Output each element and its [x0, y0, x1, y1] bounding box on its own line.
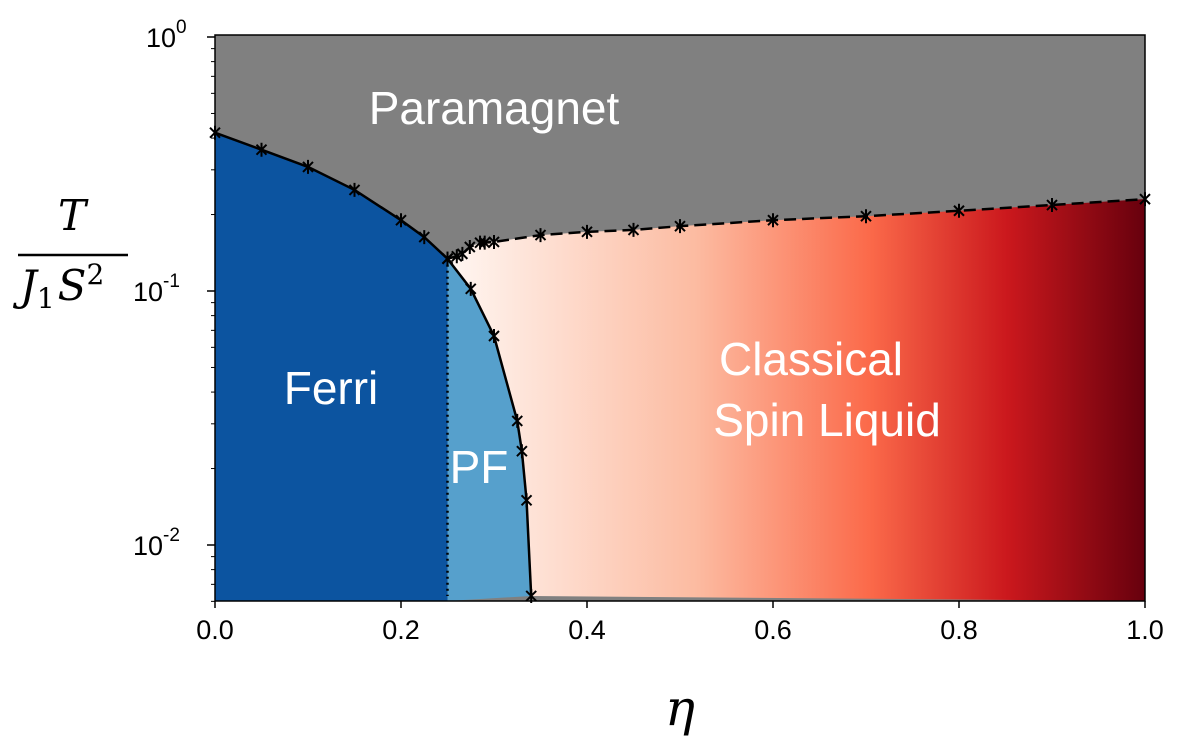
y-tick-base: 10 [133, 277, 163, 307]
x-tick-label: 0.2 [382, 615, 420, 645]
data-marker [860, 209, 872, 224]
region-ferri [215, 132, 448, 601]
y-tick-exponent: 0 [176, 17, 187, 38]
x-tick-label: 0.4 [568, 615, 606, 645]
data-marker [348, 182, 361, 197]
data-marker [418, 230, 430, 245]
y-label-denominator: J1S2 [12, 258, 104, 315]
x-tick-label: 0.8 [940, 615, 978, 645]
data-marker [1046, 198, 1058, 213]
y-tick-label: 10-2 [133, 525, 180, 561]
y-label-s: S [58, 261, 87, 310]
data-marker [488, 234, 500, 249]
y-tick-label: 100 [146, 17, 187, 53]
data-marker [511, 413, 523, 428]
region-label-paramagnet: Paramagnet [369, 82, 620, 134]
data-marker [767, 213, 779, 228]
data-marker [478, 235, 491, 250]
region-label-classical: Classical [719, 333, 903, 385]
y-label-j: J [12, 261, 39, 310]
y-tick-exponent: -1 [163, 271, 180, 292]
data-marker [488, 329, 500, 344]
region-label-spin-liquid: Spin Liquid [713, 394, 941, 446]
region-label-ferri: Ferri [284, 362, 379, 414]
data-marker [674, 219, 686, 234]
data-marker [516, 444, 528, 459]
region-pf [447, 258, 532, 601]
data-marker [302, 159, 314, 174]
y-label-sup: 2 [86, 258, 104, 291]
region-label-pf: PF [450, 441, 509, 493]
y-tick-base: 10 [133, 531, 163, 561]
region-classical-spin-liquid [447, 199, 1145, 601]
data-marker [465, 281, 477, 296]
y-label-numerator: T [58, 191, 89, 240]
y-axis-label: T J1S2 [12, 191, 128, 315]
x-tick-label: 0.6 [754, 615, 792, 645]
x-tick-label: 0.0 [196, 615, 234, 645]
y-tick-base: 10 [146, 23, 176, 53]
data-marker [581, 224, 593, 239]
plot-frame [214, 34, 1146, 602]
y-tick-label: 10-1 [133, 271, 180, 307]
data-marker [534, 228, 547, 243]
x-tick-label: 1.0 [1126, 615, 1164, 645]
data-marker [520, 493, 533, 508]
y-label-sub: 1 [37, 282, 55, 315]
data-marker [255, 142, 268, 157]
data-marker [441, 251, 454, 266]
data-marker [953, 203, 965, 218]
y-tick-exponent: -2 [163, 525, 180, 546]
x-axis-label: η [665, 679, 695, 737]
data-marker [627, 222, 640, 237]
data-marker [464, 240, 476, 255]
data-marker [395, 213, 407, 228]
